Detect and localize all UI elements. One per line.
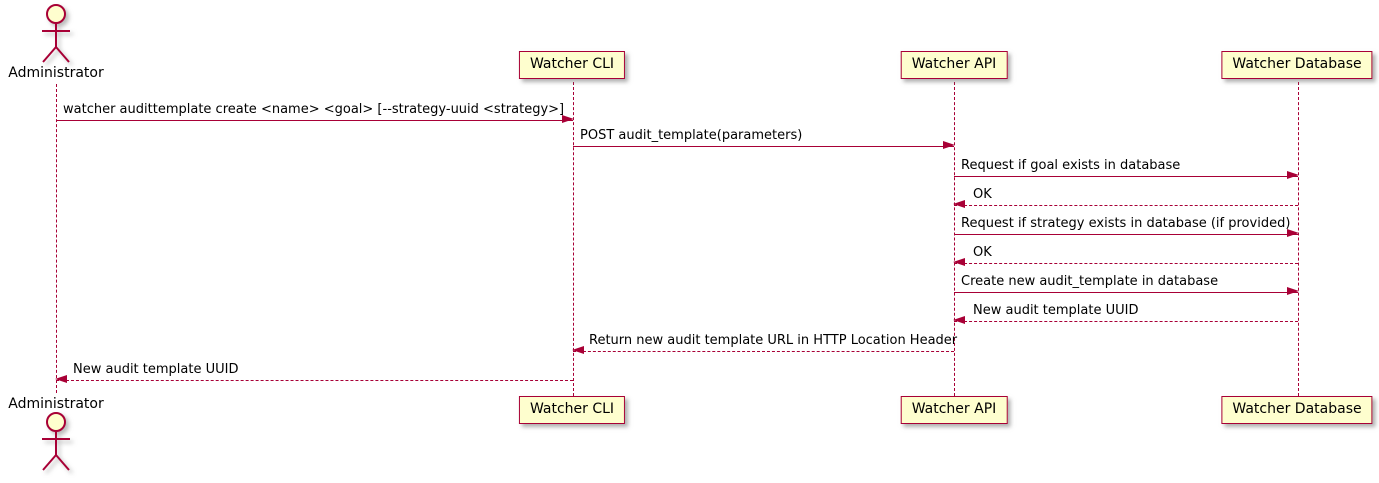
arrowhead-icon bbox=[1287, 171, 1299, 180]
lifeline-watcher-database bbox=[1298, 82, 1299, 396]
participant-watcher-database-top: Watcher Database bbox=[1221, 51, 1373, 79]
arrowhead-icon bbox=[1287, 229, 1299, 238]
message-5-label: Request if strategy exists in database (… bbox=[961, 216, 1291, 231]
message-3-arrow bbox=[954, 171, 1299, 180]
message-9-arrow bbox=[572, 346, 954, 355]
actor-administrator-bottom-icon bbox=[42, 412, 70, 471]
arrowhead-icon bbox=[943, 141, 955, 150]
participant-watcher-api-bottom: Watcher API bbox=[900, 396, 1008, 424]
arrowhead-icon bbox=[953, 316, 965, 325]
participant-watcher-cli-bottom: Watcher CLI bbox=[518, 396, 626, 424]
message-1-label: watcher audittemplate create <name> <goa… bbox=[63, 102, 565, 117]
message-5-arrow bbox=[954, 229, 1299, 238]
arrowhead-icon bbox=[572, 346, 584, 355]
actor-administrator-bottom-label: Administrator bbox=[8, 396, 104, 412]
message-3-label: Request if goal exists in database bbox=[961, 158, 1181, 173]
arrowhead-icon bbox=[55, 375, 67, 384]
actor-administrator-top-icon bbox=[42, 4, 70, 63]
message-10-arrow bbox=[55, 375, 573, 384]
message-1-arrow bbox=[56, 115, 574, 124]
message-6-arrow bbox=[953, 258, 1298, 267]
message-9-label: Return new audit template URL in HTTP Lo… bbox=[589, 333, 958, 348]
message-8-label: New audit template UUID bbox=[973, 303, 1139, 318]
arrowhead-icon bbox=[953, 200, 965, 209]
participant-watcher-database-bottom: Watcher Database bbox=[1221, 396, 1373, 424]
lifeline-administrator bbox=[56, 84, 57, 393]
message-4-label: OK bbox=[973, 187, 992, 202]
message-4-arrow bbox=[953, 200, 1298, 209]
participant-watcher-api-top: Watcher API bbox=[900, 51, 1008, 79]
arrowhead-icon bbox=[1287, 287, 1299, 296]
message-7-arrow bbox=[954, 287, 1299, 296]
message-2-label: POST audit_template(parameters) bbox=[580, 128, 803, 143]
arrowhead-icon bbox=[562, 115, 574, 124]
message-7-label: Create new audit_template in database bbox=[961, 274, 1219, 289]
participant-watcher-cli-top: Watcher CLI bbox=[518, 51, 626, 79]
lifeline-watcher-cli bbox=[573, 82, 574, 396]
message-8-arrow bbox=[953, 316, 1298, 325]
actor-administrator-top-label: Administrator bbox=[8, 65, 104, 81]
message-10-label: New audit template UUID bbox=[73, 362, 239, 377]
arrowhead-icon bbox=[953, 258, 965, 267]
message-6-label: OK bbox=[973, 245, 992, 260]
lifeline-watcher-api bbox=[954, 82, 955, 396]
message-2-arrow bbox=[573, 141, 955, 150]
